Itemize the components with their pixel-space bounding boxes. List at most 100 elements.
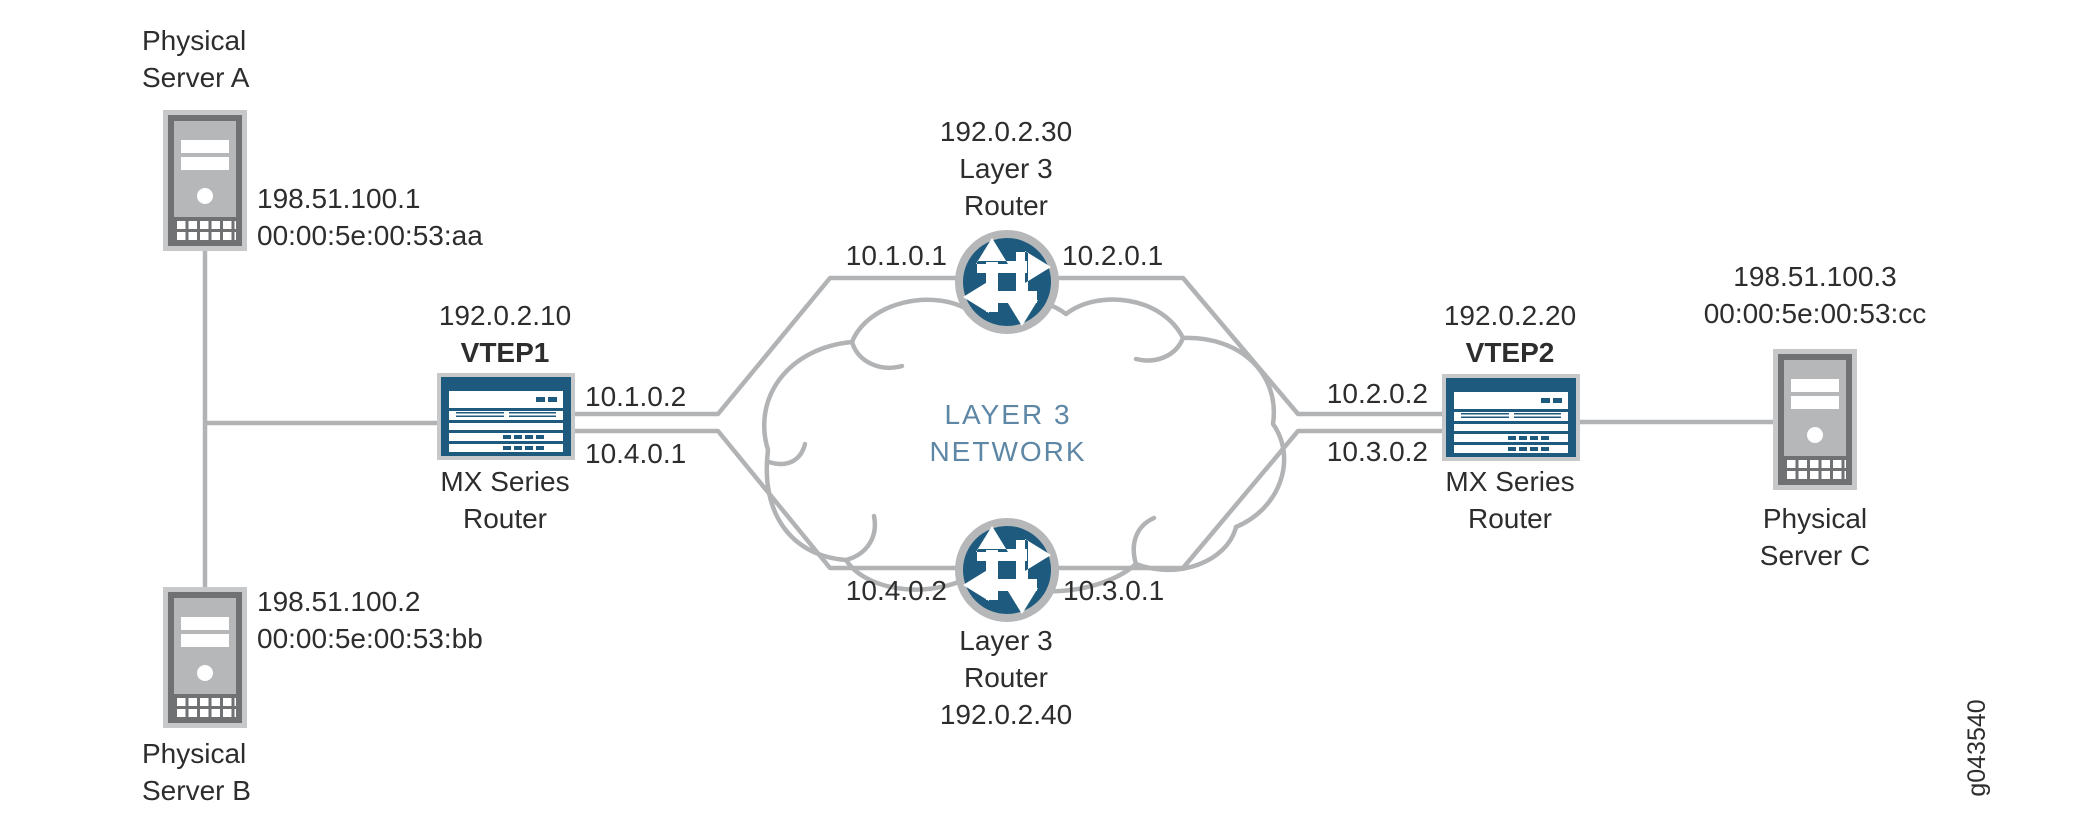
server-b-mac: 00:00:5e:00:53:bb bbox=[257, 623, 483, 654]
mx-faceplate-row bbox=[449, 391, 563, 408]
mx-blank-row bbox=[1454, 424, 1568, 431]
vtep1-loopback: 192.0.2.10 bbox=[438, 300, 572, 331]
server-a-icon bbox=[163, 110, 247, 251]
mx-port bbox=[1518, 447, 1527, 451]
router-bottom-if-left: 10.4.0.2 bbox=[845, 575, 947, 606]
vtep2-loopback: 192.0.2.20 bbox=[1443, 300, 1577, 331]
server-power-dot bbox=[1807, 427, 1823, 443]
cloud-curl bbox=[849, 339, 905, 370]
server-frame bbox=[1778, 354, 1852, 485]
server-frame bbox=[168, 592, 242, 723]
mx-port bbox=[1553, 398, 1562, 403]
vtep2-model-line1: MX Series bbox=[1445, 466, 1575, 497]
router-arrows bbox=[963, 238, 1051, 326]
vtep2-name: VTEP2 bbox=[1465, 337, 1555, 368]
server-b-name-line2: Server B bbox=[142, 775, 251, 806]
router-bottom-type-line2: Router bbox=[963, 662, 1049, 693]
mx-port bbox=[524, 446, 533, 450]
router-arrows bbox=[963, 526, 1051, 614]
mx-port bbox=[1540, 436, 1549, 440]
server-power-dot bbox=[197, 665, 213, 681]
server-b-ip: 198.51.100.2 bbox=[257, 586, 421, 617]
mx-louver bbox=[456, 412, 504, 419]
server-b-address: 198.51.100.2 00:00:5e:00:53:bb bbox=[257, 583, 483, 657]
mx-port-row bbox=[1454, 434, 1568, 442]
server-a-ip: 198.51.100.1 bbox=[257, 183, 421, 214]
router-top-if-right: 10.2.0.1 bbox=[1062, 240, 1164, 271]
server-b-name: Physical Server B bbox=[142, 735, 251, 809]
mx-vent-row bbox=[449, 411, 563, 420]
mx-port bbox=[535, 446, 544, 450]
cloud-label-line2: NETWORK bbox=[929, 436, 1087, 467]
router-bottom-loopback: 192.0.2.40 bbox=[939, 699, 1073, 730]
server-c-mac: 00:00:5e:00:53:cc bbox=[1703, 298, 1927, 329]
cloud-curl bbox=[766, 441, 808, 467]
mx-louver bbox=[508, 412, 556, 419]
mx-port bbox=[1529, 436, 1538, 440]
server-c-name-line1: Physical bbox=[1762, 503, 1868, 534]
server-b-icon bbox=[163, 587, 247, 728]
mx-louver bbox=[1461, 413, 1509, 420]
mx-port bbox=[535, 435, 544, 439]
mx-port bbox=[1507, 447, 1516, 451]
router-top-type-line2: Router bbox=[963, 190, 1049, 221]
mx-port-row bbox=[449, 433, 563, 441]
server-c-name: Physical Server C bbox=[1760, 500, 1870, 574]
server-c-address: 198.51.100.3 00:00:5e:00:53:cc bbox=[1704, 258, 1927, 332]
mx-port bbox=[502, 435, 511, 439]
server-vent-stripe bbox=[181, 140, 229, 153]
figure-id: g043540 bbox=[1963, 699, 1991, 797]
router-bottom-if-right: 10.3.0.1 bbox=[1063, 575, 1165, 606]
mx-port bbox=[513, 446, 522, 450]
router-top-title: 192.0.2.30 Layer 3 Router bbox=[940, 113, 1072, 224]
vtep2-if-top: 10.2.0.2 bbox=[1326, 378, 1428, 409]
server-c-name-line2: Server C bbox=[1759, 540, 1871, 571]
vtep2-model: MX Series Router bbox=[1445, 463, 1574, 537]
vtep1-model: MX Series Router bbox=[440, 463, 569, 537]
mx-port bbox=[1541, 398, 1550, 403]
server-body bbox=[174, 598, 236, 694]
mx-port bbox=[502, 446, 511, 450]
mx-faceplate-row bbox=[1454, 392, 1568, 409]
server-vent-grid bbox=[174, 698, 236, 719]
server-c-icon bbox=[1773, 349, 1857, 490]
router-bottom-icon bbox=[955, 518, 1059, 622]
vtep1-name: VTEP1 bbox=[460, 337, 550, 368]
mx-port bbox=[1540, 447, 1549, 451]
cloud-curl bbox=[1131, 515, 1157, 567]
server-vent-stripe bbox=[1791, 379, 1839, 392]
cloud-label-line1: LAYER 3 bbox=[944, 399, 1072, 430]
server-c-ip: 198.51.100.3 bbox=[1733, 261, 1897, 292]
server-vent-stripe bbox=[181, 634, 229, 647]
router-circle bbox=[955, 230, 1059, 334]
mx-port bbox=[524, 435, 533, 439]
router-top-type-line1: Layer 3 bbox=[959, 153, 1053, 184]
server-body bbox=[174, 121, 236, 217]
mx-port bbox=[1518, 436, 1527, 440]
server-vent-grid bbox=[174, 221, 236, 242]
mx-port-row bbox=[1454, 445, 1568, 453]
router-top-if-left: 10.1.0.1 bbox=[845, 240, 947, 271]
router-top-loopback: 192.0.2.30 bbox=[939, 116, 1073, 147]
server-vent-stripe bbox=[181, 617, 229, 630]
server-vent-stripe bbox=[181, 157, 229, 170]
server-a-name-line1: Physical bbox=[142, 25, 247, 56]
mx-vent-row bbox=[1454, 412, 1568, 421]
vtep1-mx-router-icon bbox=[437, 373, 575, 460]
server-a-mac: 00:00:5e:00:53:aa bbox=[257, 220, 483, 251]
server-vent-grid bbox=[1784, 460, 1846, 481]
server-power-dot bbox=[197, 188, 213, 204]
server-b-name-line1: Physical bbox=[142, 738, 247, 769]
server-vent-stripe bbox=[1791, 396, 1839, 409]
server-a-address: 198.51.100.1 00:00:5e:00:53:aa bbox=[257, 180, 483, 254]
server-frame bbox=[168, 115, 242, 246]
vtep1-if-bottom: 10.4.0.1 bbox=[585, 438, 687, 469]
vtep2-if-bottom: 10.3.0.2 bbox=[1326, 436, 1428, 467]
mx-louver bbox=[1513, 413, 1561, 420]
vtep1-model-line1: MX Series bbox=[440, 466, 570, 497]
mx-port bbox=[548, 397, 557, 402]
cloud-curl bbox=[1133, 335, 1186, 363]
mx-port-row bbox=[449, 444, 563, 452]
cloud-label: LAYER 3 NETWORK bbox=[929, 396, 1086, 470]
